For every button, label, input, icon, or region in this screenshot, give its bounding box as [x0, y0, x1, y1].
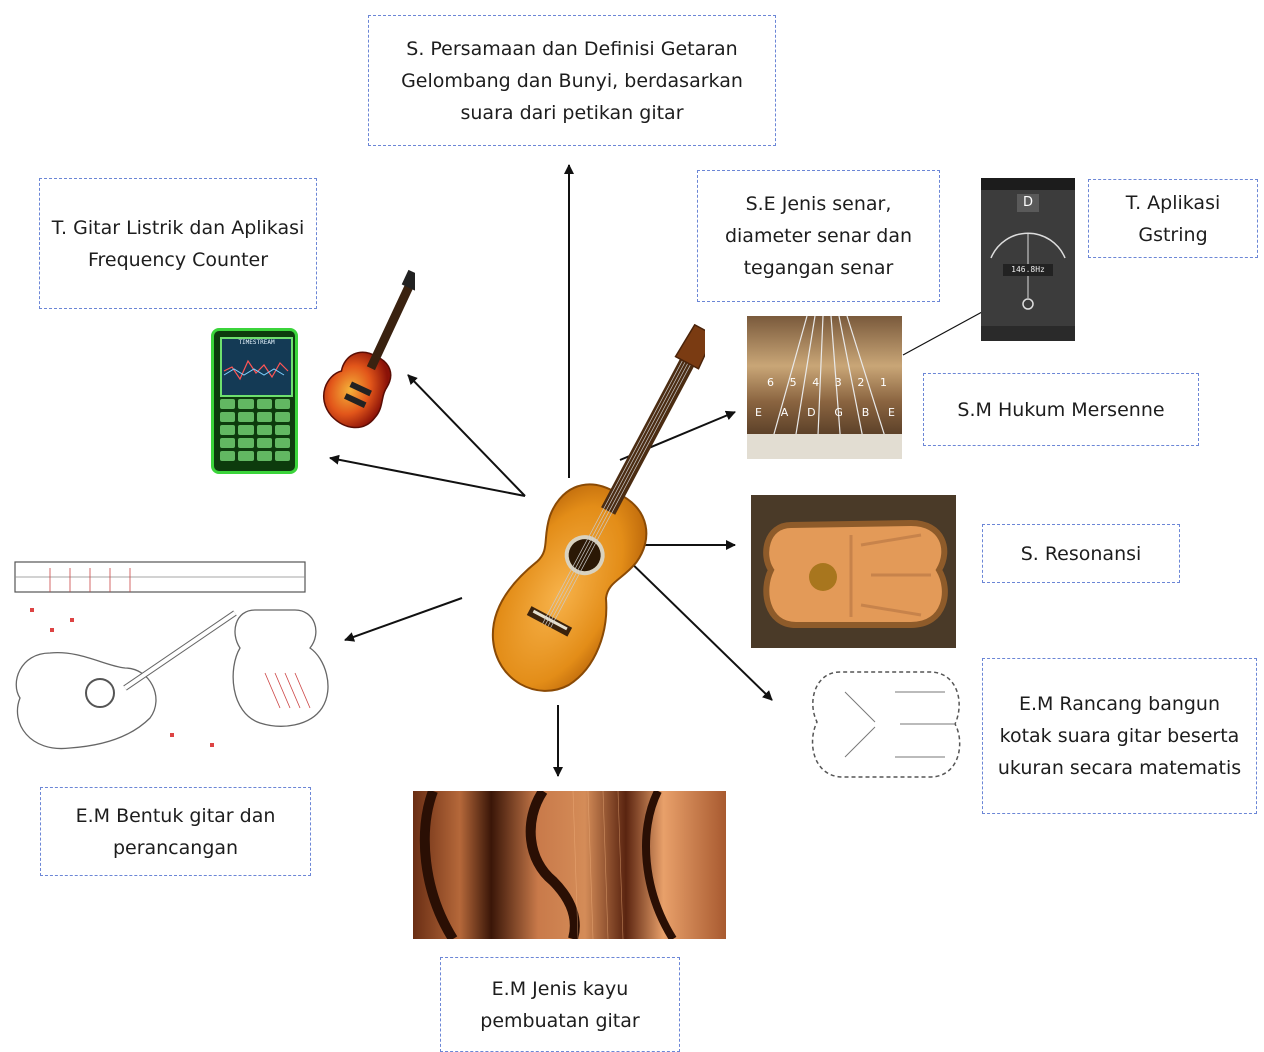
- tuner-dial-icon: [981, 232, 1075, 341]
- frequency-counter-image: TIMESTREAM: [211, 328, 298, 474]
- guitar-blueprint-image: [14, 561, 329, 750]
- tuner-frequency: 146.8Hz: [1003, 264, 1053, 276]
- strings-icon: [747, 316, 902, 459]
- box-s-persamaan: S. Persamaan dan Definisi Getaran Gelomb…: [368, 15, 776, 146]
- guitar-body-interior-icon: [763, 519, 948, 628]
- guitar-strings-image: 6 5 4 3 2 1 E A D G B E: [747, 316, 902, 459]
- box-t-gitar-listrik: T. Gitar Listrik dan Aplikasi Frequency …: [39, 178, 317, 309]
- electric-guitar-image: [322, 269, 415, 429]
- waveform-icon: [223, 359, 289, 381]
- box-em-rancang-bangun: E.M Rancang bangun kotak suara gitar bes…: [982, 658, 1257, 814]
- box-t-aplikasi-gstring: T. Aplikasi Gstring: [1088, 179, 1258, 258]
- arrow-to-blueprint: [344, 597, 463, 642]
- connector-tuner: [902, 311, 983, 356]
- counter-display-label: TIMESTREAM: [238, 339, 275, 346]
- box-em-jenis-kayu: E.M Jenis kayu pembuatan gitar: [440, 957, 680, 1052]
- wood-types-image: [413, 791, 726, 939]
- box-s-resonansi: S. Resonansi: [982, 524, 1180, 583]
- arrow-to-counter: [329, 454, 526, 497]
- gstring-app-image: D 146.8Hz: [981, 178, 1075, 341]
- string-notes: E A D G B E: [755, 406, 895, 419]
- resonance-body-image: [751, 495, 956, 648]
- wood-grain-icon: [419, 791, 677, 939]
- string-numbers: 6 5 4 3 2 1: [767, 376, 887, 389]
- acoustic-guitar-image: [491, 323, 705, 692]
- box-em-bentuk-gitar: E.M Bentuk gitar dan perancangan: [40, 787, 311, 876]
- arrow-to-electric-guitar: [407, 374, 526, 497]
- box-sm-hukum-mersenne: S.M Hukum Mersenne: [923, 373, 1199, 446]
- arrow-to-soundbox: [619, 551, 773, 701]
- tuner-note: D: [1017, 194, 1039, 212]
- soundbox-sketch-image: [811, 671, 961, 778]
- box-se-jenis-senar: S.E Jenis senar, diameter senar dan tega…: [697, 170, 940, 302]
